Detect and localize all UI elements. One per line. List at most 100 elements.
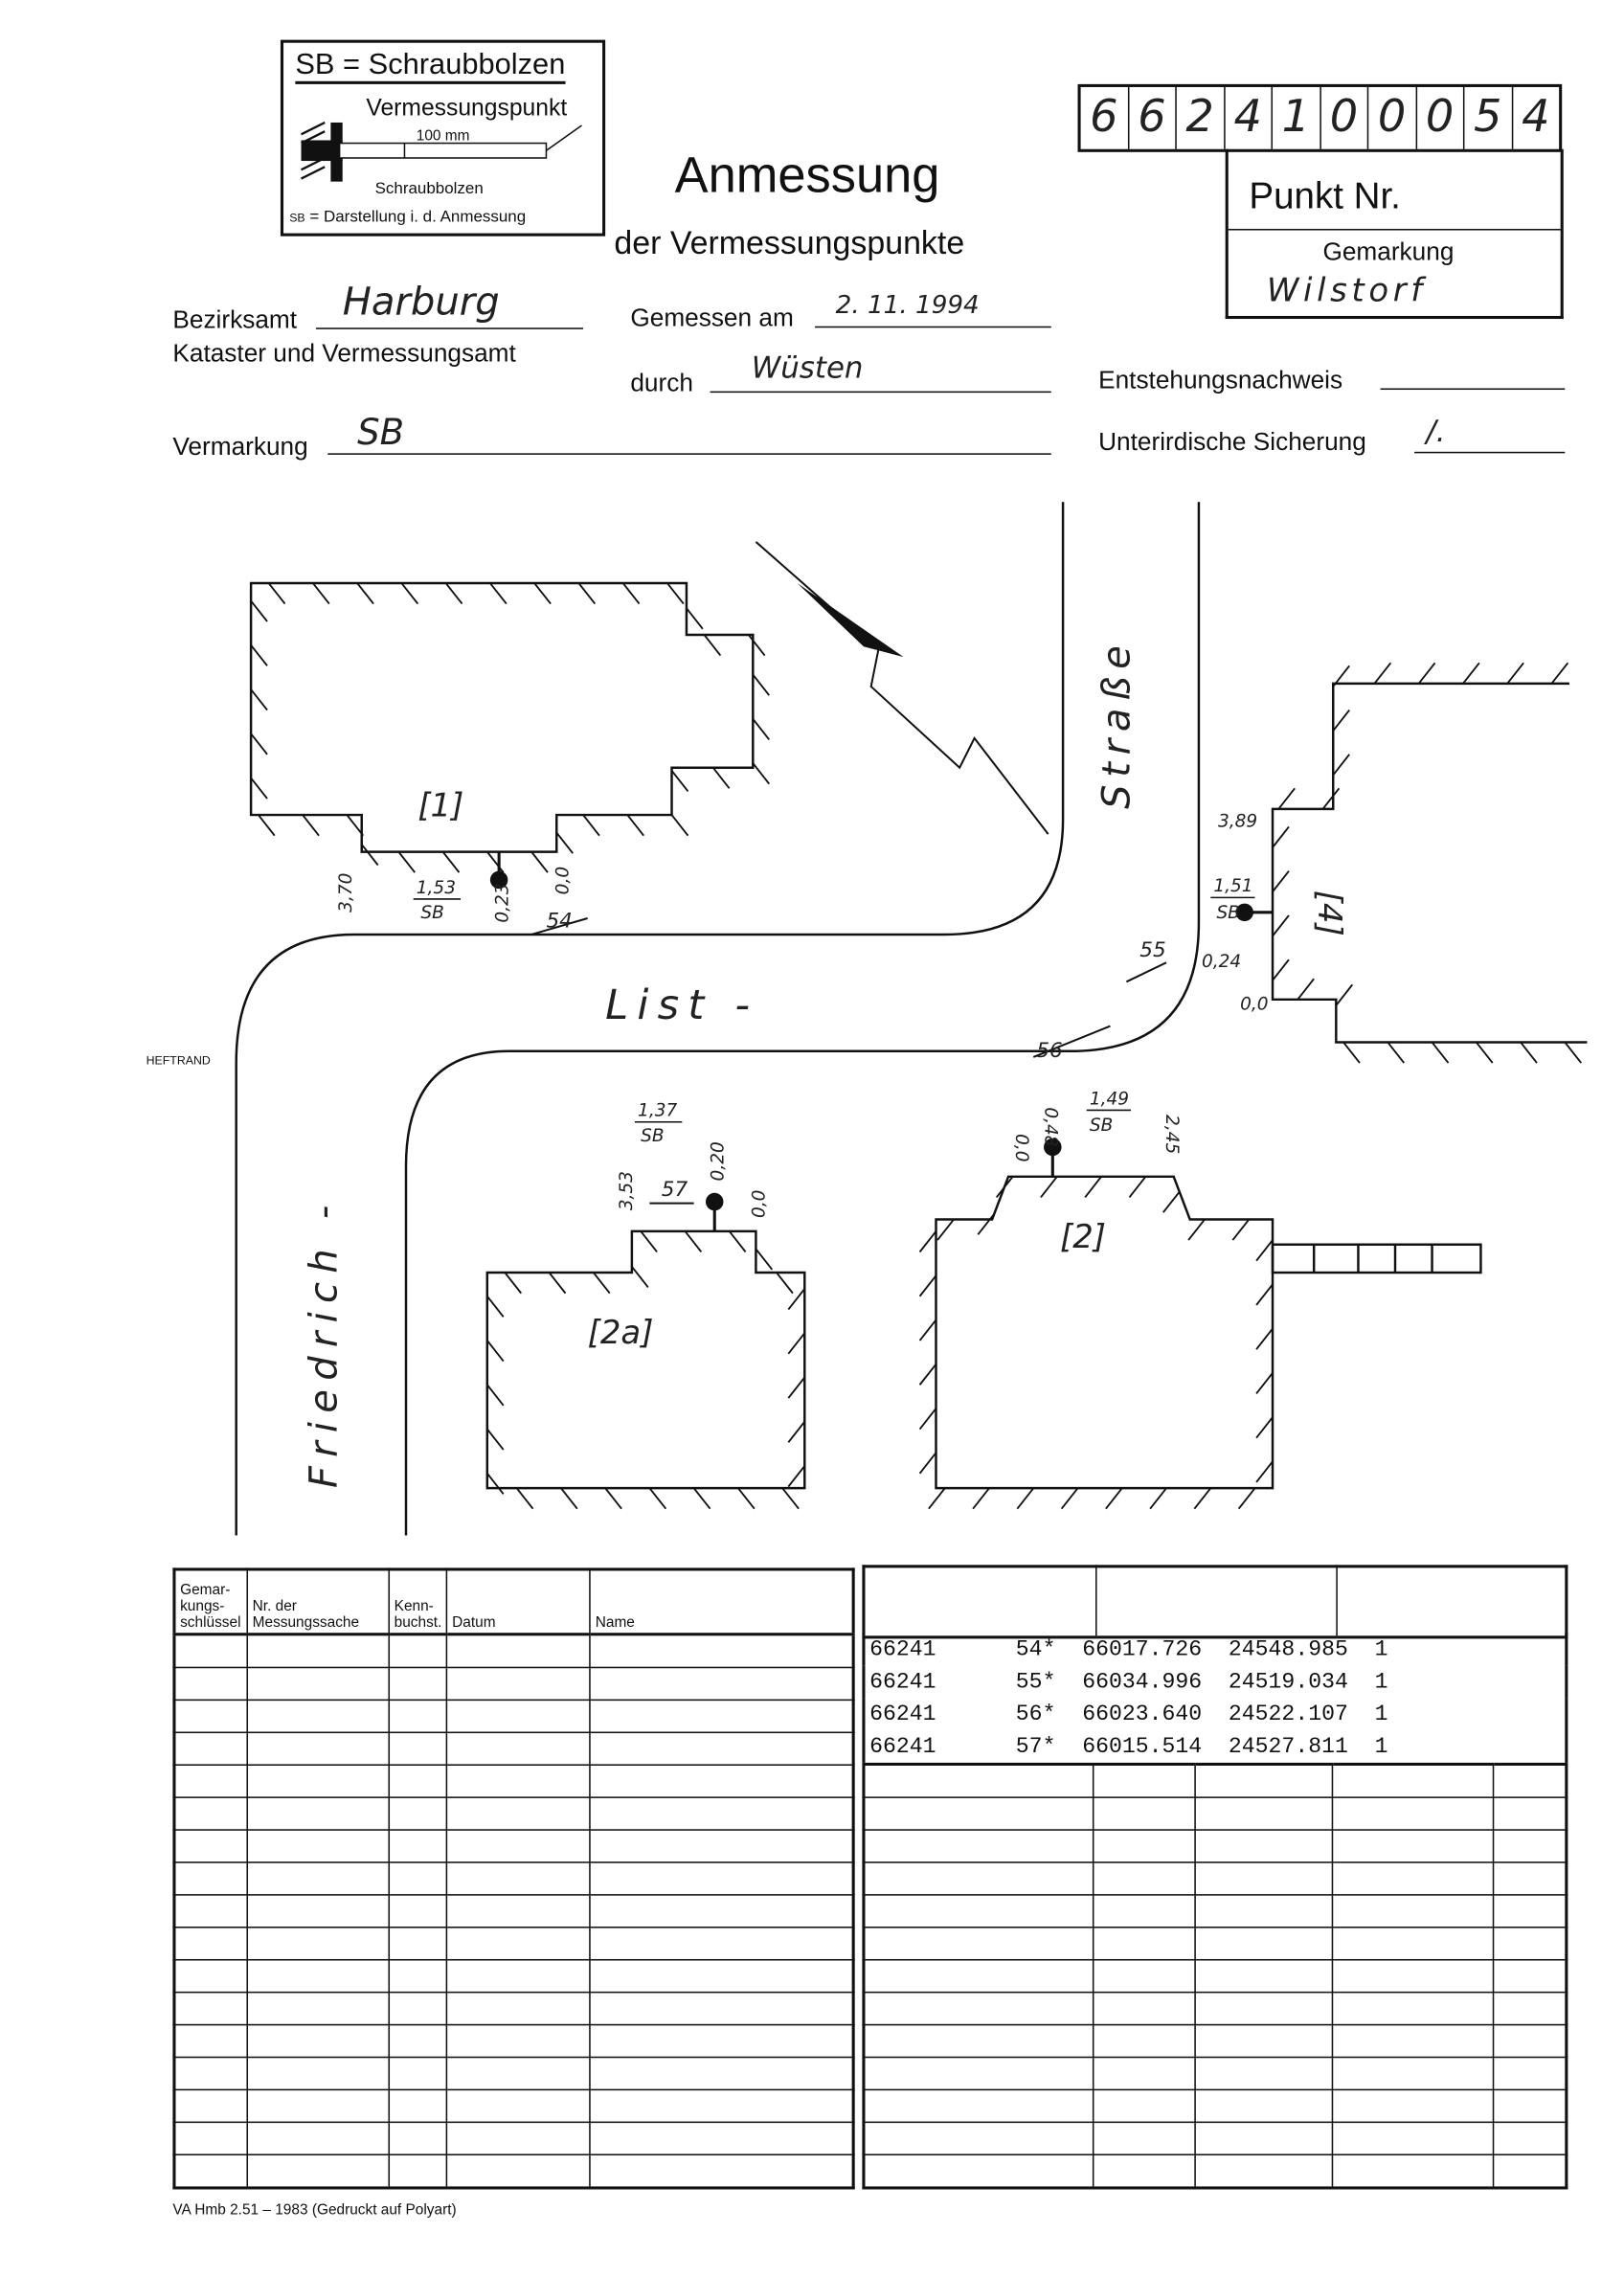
table-cell[interactable] (446, 2121, 592, 2156)
table-cell[interactable] (863, 1958, 1094, 1994)
table-cell[interactable] (1092, 2056, 1196, 2091)
table-cell[interactable] (589, 1861, 854, 1896)
table-cell[interactable] (388, 1991, 448, 2026)
table-cell[interactable] (589, 2088, 854, 2124)
table-cell[interactable] (1492, 1829, 1568, 1863)
table-cell[interactable] (589, 2153, 854, 2189)
table-cell[interactable] (589, 1666, 854, 1702)
table-cell[interactable] (388, 2153, 448, 2189)
table-cell[interactable] (1092, 1829, 1196, 1863)
table-cell[interactable] (1092, 1927, 1196, 1961)
table-cell[interactable] (1194, 2121, 1334, 2156)
table-cell[interactable] (863, 2121, 1094, 2156)
table-cell[interactable] (173, 1731, 249, 1766)
table-cell[interactable] (246, 2153, 391, 2189)
table-cell[interactable] (446, 1958, 592, 1994)
table-cell[interactable] (1331, 1829, 1495, 1863)
table-cell[interactable] (1331, 1927, 1495, 1961)
bezirksamt-field[interactable]: Harburg (315, 281, 584, 329)
table-cell[interactable] (388, 1634, 448, 1669)
table-cell[interactable] (1331, 1796, 1495, 1831)
table-cell[interactable] (388, 1731, 448, 1766)
table-cell[interactable] (246, 1634, 391, 1669)
table-cell[interactable] (446, 1666, 592, 1702)
table-cell[interactable] (1092, 1762, 1196, 1798)
table-cell[interactable] (863, 2023, 1094, 2059)
table-cell[interactable] (446, 1894, 592, 1928)
table-cell[interactable] (1092, 1991, 1196, 2026)
table-cell[interactable] (1194, 2056, 1334, 2091)
table-cell[interactable] (1194, 1829, 1334, 1863)
table-cell[interactable] (388, 1829, 448, 1863)
table-cell[interactable] (1331, 1762, 1495, 1798)
table-cell[interactable] (1331, 1991, 1495, 2026)
table-cell[interactable] (589, 2023, 854, 2059)
sicherung-field[interactable]: /. (1414, 414, 1566, 454)
table-cell[interactable] (246, 1764, 391, 1798)
table-cell[interactable] (1194, 2153, 1334, 2189)
table-cell[interactable] (1194, 1894, 1334, 1928)
table-cell[interactable] (246, 1796, 391, 1831)
table-cell[interactable] (1092, 2153, 1196, 2189)
table-cell[interactable] (173, 2121, 249, 2156)
table-cell[interactable] (246, 1861, 391, 1896)
table-cell[interactable] (246, 1666, 391, 1702)
table-cell[interactable] (1092, 1861, 1196, 1896)
vermarkung-field[interactable]: SB (327, 412, 1051, 455)
table-cell[interactable] (173, 2088, 249, 2124)
table-cell[interactable] (1331, 2088, 1495, 2124)
table-cell[interactable] (388, 2023, 448, 2059)
table-cell[interactable] (1492, 1958, 1568, 1994)
table-cell[interactable] (173, 1894, 249, 1928)
table-cell[interactable] (1331, 1861, 1495, 1896)
table-cell[interactable] (863, 1991, 1094, 2026)
table-cell[interactable] (446, 1927, 592, 1961)
table-cell[interactable] (246, 2023, 391, 2059)
table-cell[interactable] (1194, 2088, 1334, 2124)
table-cell[interactable] (173, 1699, 249, 1734)
table-cell[interactable] (446, 1764, 592, 1798)
table-cell[interactable] (589, 1894, 854, 1928)
table-cell[interactable] (173, 2023, 249, 2059)
table-cell[interactable] (589, 2056, 854, 2091)
table-cell[interactable] (1194, 1958, 1334, 1994)
table-cell[interactable] (388, 1764, 448, 1798)
table-cell[interactable] (589, 1634, 854, 1669)
table-cell[interactable] (388, 1699, 448, 1734)
table-cell[interactable] (173, 1634, 249, 1669)
table-cell[interactable] (388, 1796, 448, 1831)
table-cell[interactable] (388, 2088, 448, 2124)
table-cell[interactable] (1092, 1958, 1196, 1994)
table-cell[interactable] (446, 1991, 592, 2026)
table-cell[interactable] (589, 1958, 854, 1994)
table-cell[interactable] (388, 2056, 448, 2091)
table-cell[interactable] (1092, 1796, 1196, 1831)
table-cell[interactable] (589, 1699, 854, 1734)
table-cell[interactable] (246, 1991, 391, 2026)
table-cell[interactable] (388, 1958, 448, 1994)
table-cell[interactable] (246, 1731, 391, 1766)
table-cell[interactable] (863, 1796, 1094, 1831)
table-cell[interactable] (388, 2121, 448, 2156)
durch-field[interactable]: Wüsten (710, 349, 1051, 394)
table-cell[interactable] (863, 1861, 1094, 1896)
table-cell[interactable] (246, 2088, 391, 2124)
table-cell[interactable] (1092, 2121, 1196, 2156)
table-cell[interactable] (173, 1666, 249, 1702)
table-cell[interactable] (1331, 1958, 1495, 1994)
table-cell[interactable] (589, 1991, 854, 2026)
table-cell[interactable] (246, 1829, 391, 1863)
table-cell[interactable] (863, 1894, 1094, 1928)
table-cell[interactable] (1492, 1762, 1568, 1798)
table-cell[interactable] (446, 2056, 592, 2091)
table-cell[interactable] (1492, 1894, 1568, 1928)
table-cell[interactable] (173, 1796, 249, 1831)
table-cell[interactable] (388, 1927, 448, 1961)
table-cell[interactable] (446, 1634, 592, 1669)
table-cell[interactable] (863, 1829, 1094, 1863)
table-cell[interactable] (1331, 2023, 1495, 2059)
table-cell[interactable] (589, 2121, 854, 2156)
table-cell[interactable] (388, 1894, 448, 1928)
table-cell[interactable] (1492, 2121, 1568, 2156)
table-cell[interactable] (173, 1991, 249, 2026)
